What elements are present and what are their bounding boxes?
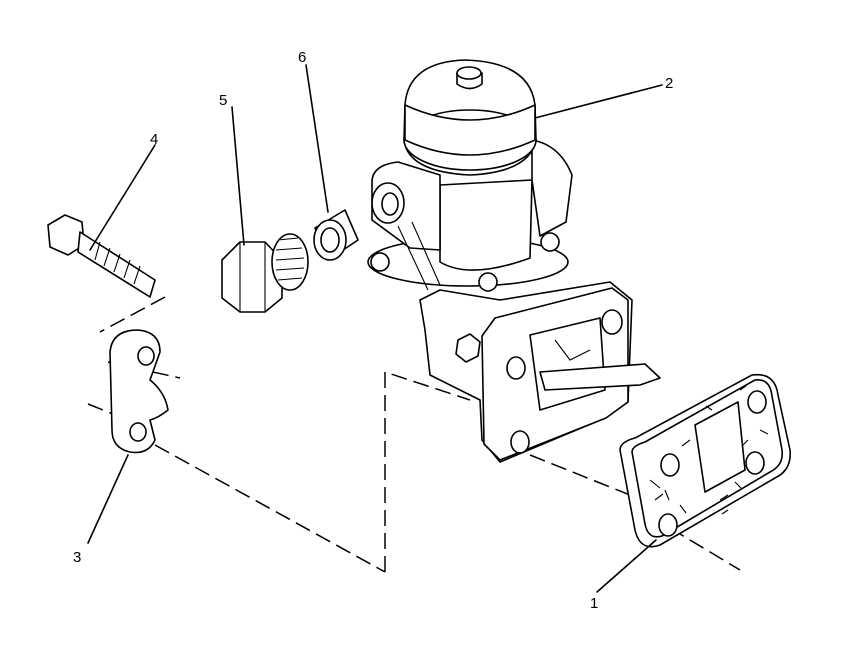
bolt (47, 214, 156, 298)
leader-lines (87, 64, 663, 593)
callout-6: 6 (298, 49, 306, 66)
callout-4: 4 (150, 131, 158, 148)
callout-3: 3 (73, 549, 81, 566)
lock-plate (109, 329, 169, 454)
union-fitting (221, 233, 309, 313)
callout-1: 1 (590, 595, 598, 612)
sleeve (313, 209, 359, 261)
callout-5: 5 (219, 92, 227, 109)
gasket (619, 373, 792, 548)
fuel-pump-body (367, 59, 661, 463)
callout-2: 2 (665, 75, 673, 92)
